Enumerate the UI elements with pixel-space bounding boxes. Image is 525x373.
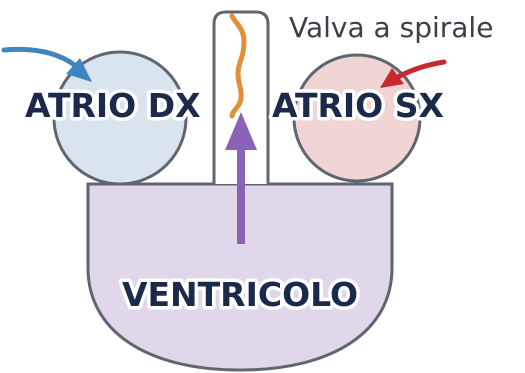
right-atrium-label: ATRIO DX (25, 86, 201, 125)
left-atrium-label: ATRIO SX (272, 86, 444, 125)
spiral-valve-label: Valva a spirale (289, 11, 493, 44)
arterial-inflow-arrow (396, 62, 444, 78)
venous-inflow-arrow (4, 49, 76, 66)
ventricle-label: VENTRICOLO (122, 275, 358, 314)
